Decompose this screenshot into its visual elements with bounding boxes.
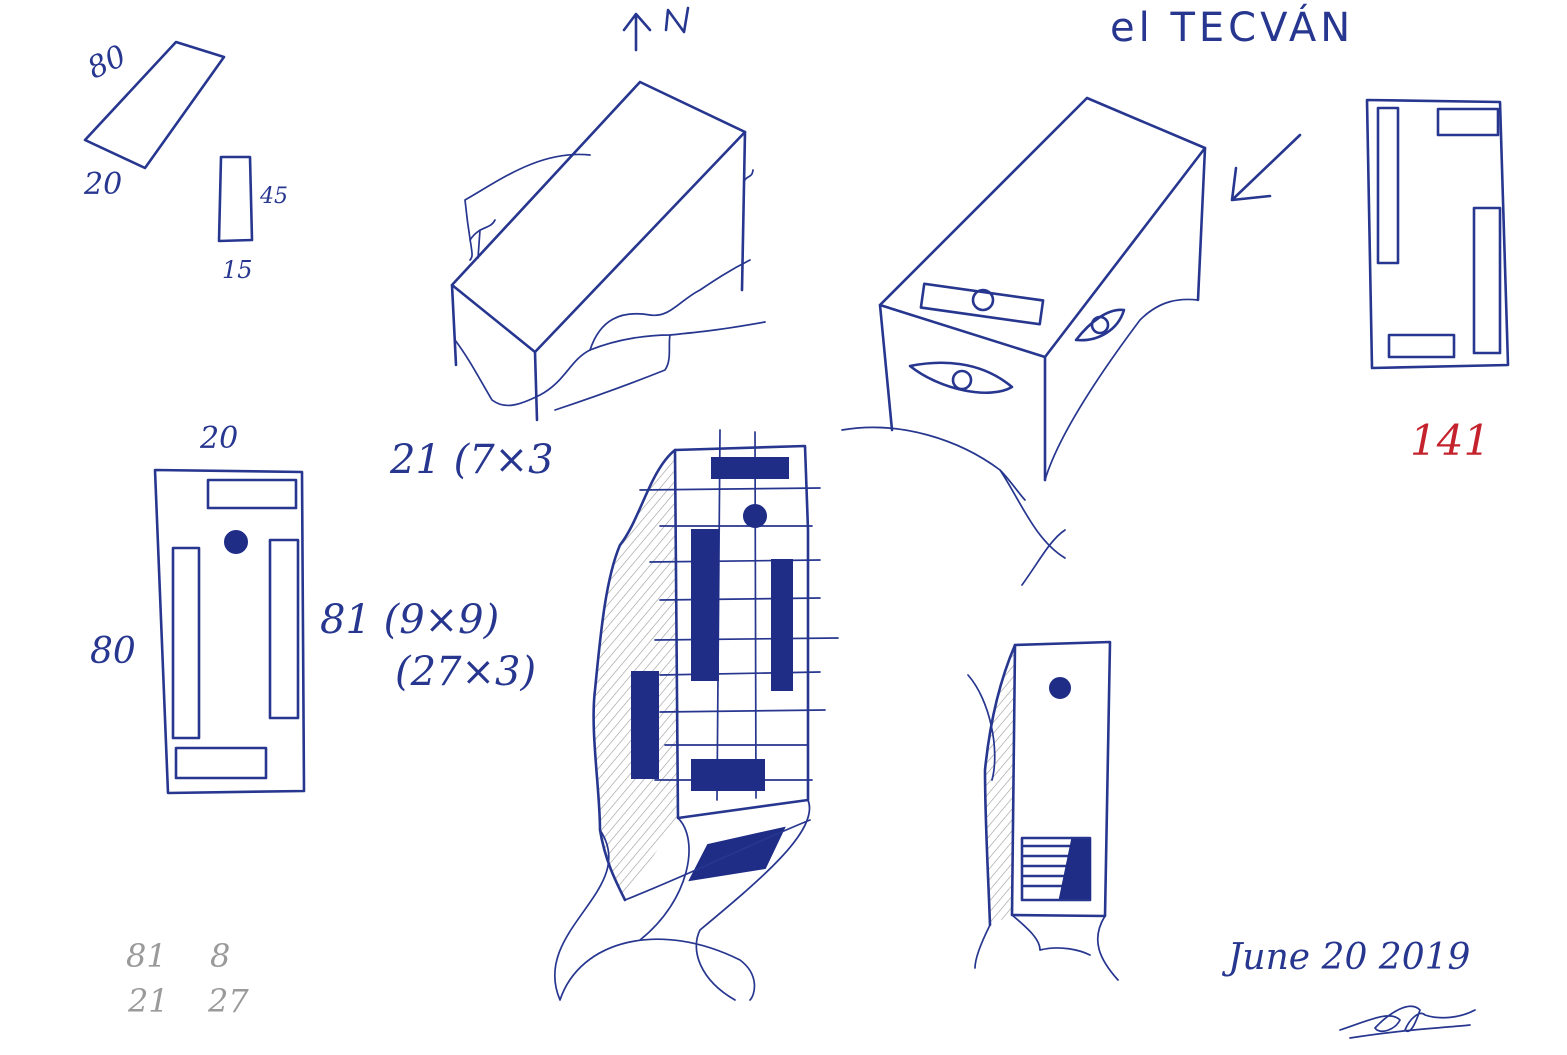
count-81-label: 81 (9×9) <box>320 597 500 643</box>
tall-box-perspective <box>967 640 1119 981</box>
front-top-label: 20 <box>200 421 239 456</box>
front-elevation <box>153 468 306 795</box>
box-sketch-north <box>450 80 766 422</box>
page-number: 141 <box>1410 416 1491 465</box>
pencil-note-27: 27 <box>208 982 249 1020</box>
count-21-label: 21 (7×3 <box>390 437 554 483</box>
count-27-label: (27×3) <box>395 649 537 695</box>
pencil-note-8: 8 <box>210 937 231 975</box>
pencil-note-81: 81 <box>126 937 167 975</box>
pencil-note-21: 21 <box>128 982 169 1020</box>
plan-parallelogram <box>83 40 226 170</box>
north-arrow-icon <box>622 6 690 52</box>
facade-right <box>1365 98 1510 370</box>
sketch-date: June 20 2019 <box>1228 937 1471 978</box>
small-rectangle <box>217 155 254 243</box>
plan-width-label: 20 <box>84 167 123 202</box>
sketch-title: el TECVÁN <box>1110 5 1355 51</box>
rect-width-label: 15 <box>222 256 253 284</box>
tower-perspective <box>553 429 839 1001</box>
box-sketch-openings <box>841 96 1302 586</box>
rect-height-label: 45 <box>260 184 288 209</box>
front-side-label: 80 <box>90 631 136 672</box>
signature <box>1339 1005 1476 1039</box>
